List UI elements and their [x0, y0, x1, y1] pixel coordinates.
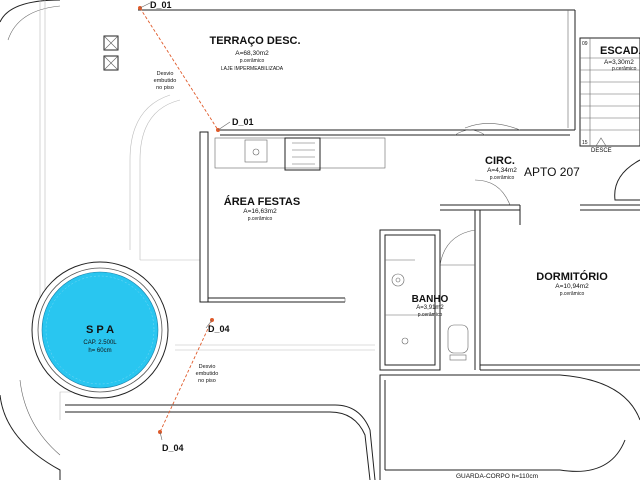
drain-note-line: embutido: [154, 78, 177, 84]
terrace-floor: p.cerâmico: [240, 58, 265, 64]
bath-area: A=3,91m2: [416, 305, 444, 311]
circulation-floor: p.cerâmico: [490, 175, 515, 181]
stair-block: [579, 37, 640, 201]
stair-step-bottom: 15: [582, 140, 588, 146]
drain-point: [138, 6, 142, 10]
drain-note-line: Desvio: [157, 71, 174, 77]
bath-floor: p.cerâmico: [418, 312, 443, 318]
drain-label: D_01: [150, 0, 172, 10]
party-area-name: ÁREA FESTAS: [224, 195, 300, 208]
circulation-area: A=4,34m2: [487, 167, 517, 174]
drain-pipes: [138, 2, 231, 441]
drain-label: D_04: [208, 324, 230, 334]
spa-name: S P A: [86, 324, 114, 336]
drain-note-line: embutido: [196, 371, 219, 377]
labels: D_01 D_01 D_04 D_04 Desvio embutido no p…: [83, 0, 640, 480]
bath-name: BANHO: [412, 294, 449, 305]
drain-label: D_01: [232, 117, 254, 127]
stair-floor: p.cerâmico: [612, 66, 637, 72]
guardrail-note: GUARDA-CORPO h=110cm: [456, 473, 538, 480]
spa-pool: [31, 261, 169, 399]
stair-step-top: 09: [582, 41, 588, 47]
bedroom-name: DORMITÓRIO: [536, 270, 608, 283]
apartment-label: APTO 207: [524, 165, 580, 179]
spa-capacity: CAP. 2.500L: [83, 340, 117, 346]
drain-note-line: no piso: [156, 85, 174, 91]
stair-area: A=3,30m2: [604, 59, 634, 66]
drain-note-line: no piso: [198, 378, 216, 384]
party-area-walls: [199, 123, 640, 371]
bedroom-floor: p.cerâmico: [560, 291, 585, 297]
circulation-name: CIRC.: [485, 155, 515, 167]
planter-boxes: [103, 35, 119, 71]
spa-depth: h= 60cm: [88, 348, 111, 354]
party-area-floor: p.cerâmico: [248, 216, 273, 222]
drain-note-line: Desvio: [199, 364, 216, 370]
stair-descend: DESCE: [591, 148, 612, 154]
bedroom-area: A=10,94m2: [555, 283, 589, 290]
terrace-note: LAJE IMPERMEABILIZADA: [221, 66, 284, 72]
party-area-area: A=16,63m2: [243, 208, 277, 215]
drain-label: D_04: [162, 443, 184, 453]
terrace-area: A=68,30m2: [235, 50, 269, 57]
bathroom-walls: [379, 229, 469, 371]
terrace-name: TERRAÇO DESC.: [209, 35, 300, 47]
